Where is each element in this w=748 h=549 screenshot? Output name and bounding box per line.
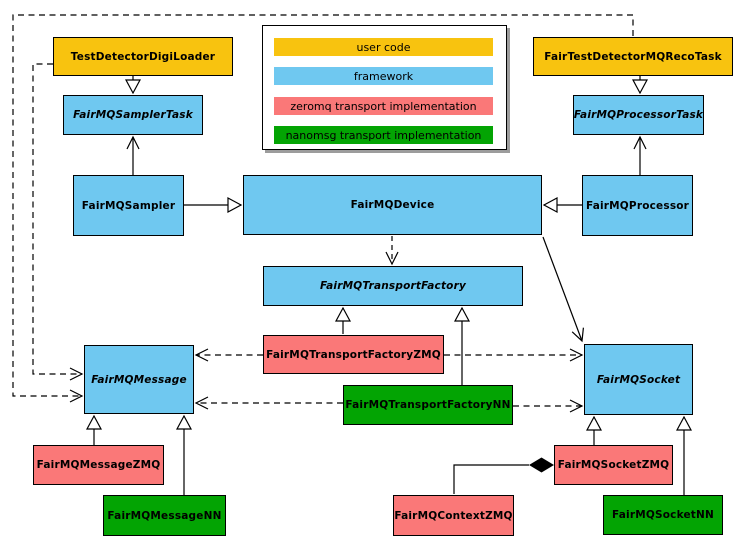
legend-label: framework (353, 69, 414, 83)
node-fairtestdetectormqrecotask: FairTestDetectorMQRecoTask (533, 37, 733, 76)
node-fairmqsocketzmq: FairMQSocketZMQ (554, 445, 673, 485)
legend-label: user code (356, 40, 411, 54)
node-fairmqtransportfactory: FairMQTransportFactory (263, 266, 523, 306)
node-fairmqsamplertask: FairMQSamplerTask (63, 95, 203, 135)
legend-item-user-code: user code (274, 38, 493, 56)
node-fairmqtransportfactoryzmq: FairMQTransportFactoryZMQ (263, 335, 444, 374)
node-fairmqsocketnn: FairMQSocketNN (603, 495, 723, 535)
legend-label: nanomsg transport implementation (285, 128, 482, 142)
node-fairmqsampler: FairMQSampler (73, 175, 184, 236)
node-fairmqtransportfactorynn: FairMQTransportFactoryNN (343, 385, 513, 425)
node-testdetectordigiloader: TestDetectorDigiLoader (53, 37, 233, 76)
node-fairmqdevice: FairMQDevice (243, 175, 542, 235)
legend-item-framework: framework (274, 67, 493, 85)
legend-label: zeromq transport implementation (290, 99, 477, 113)
node-fairmqsocket: FairMQSocket (584, 344, 693, 415)
node-fairmqprocessortask: FairMQProcessorTask (573, 95, 704, 135)
edge-socketzmq-contextzmq (453, 464, 529, 494)
node-fairmqmessagezmq: FairMQMessageZMQ (33, 445, 164, 485)
legend: user code framework zeromq transport imp… (262, 25, 507, 150)
edge-device-socket (542, 236, 585, 343)
node-fairmqprocessor: FairMQProcessor (582, 175, 693, 236)
legend-item-nanomsg: nanomsg transport implementation (274, 126, 493, 144)
node-fairmqmessagenn: FairMQMessageNN (103, 495, 226, 536)
node-fairmqcontextzmq: FairMQContextZMQ (393, 495, 514, 536)
legend-item-zeromq: zeromq transport implementation (274, 97, 493, 115)
composition-diamond-icon (529, 457, 554, 473)
edge-recotask-to-message (12, 14, 634, 403)
node-fairmqmessage: FairMQMessage (84, 345, 194, 414)
